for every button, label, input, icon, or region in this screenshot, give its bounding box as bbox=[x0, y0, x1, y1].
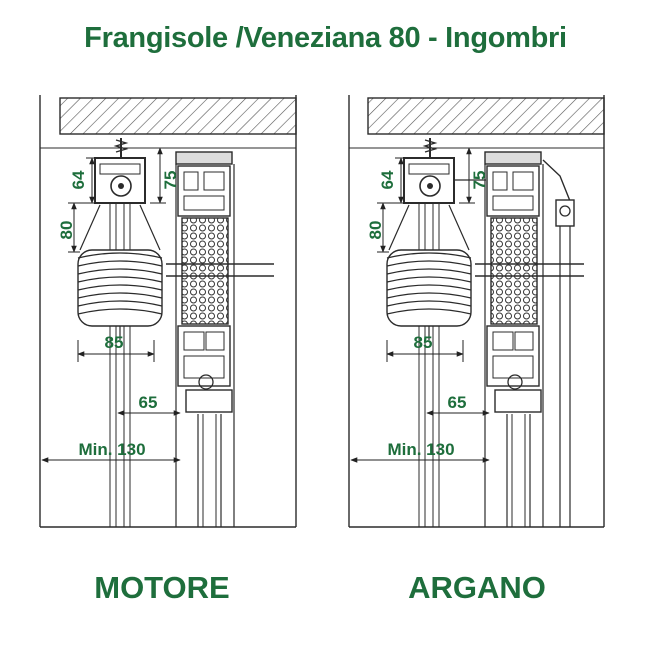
dim-64: 64 bbox=[69, 170, 88, 189]
window-frame bbox=[175, 151, 235, 527]
dim-65: 65 bbox=[448, 393, 467, 412]
lintel bbox=[367, 97, 605, 135]
dim-80: 80 bbox=[366, 221, 385, 240]
slat-pack bbox=[386, 249, 472, 327]
dim-64: 64 bbox=[378, 170, 397, 189]
dim-85: 85 bbox=[414, 333, 433, 352]
caption-motore: MOTORE bbox=[94, 570, 230, 605]
dim-min-130: Min. 130 bbox=[387, 440, 454, 459]
dim-75: 75 bbox=[470, 171, 489, 190]
slat-pack bbox=[77, 249, 163, 327]
panel-motore: 64 75 80 85 65 Min. 130 bbox=[39, 95, 297, 528]
dim-65: 65 bbox=[139, 393, 158, 412]
dim-75: 75 bbox=[161, 171, 180, 190]
lintel bbox=[59, 97, 297, 135]
caption-argano: ARGANO bbox=[408, 570, 546, 605]
panel-argano: 64 75 80 85 65 Min. 130 bbox=[348, 95, 605, 528]
window-frame bbox=[484, 151, 544, 527]
page-title: Frangisole /Veneziana 80 - Ingombri bbox=[84, 22, 567, 54]
dim-min-130: Min. 130 bbox=[78, 440, 145, 459]
dim-85: 85 bbox=[105, 333, 124, 352]
crank-gear bbox=[542, 159, 575, 527]
dim-80: 80 bbox=[57, 221, 76, 240]
